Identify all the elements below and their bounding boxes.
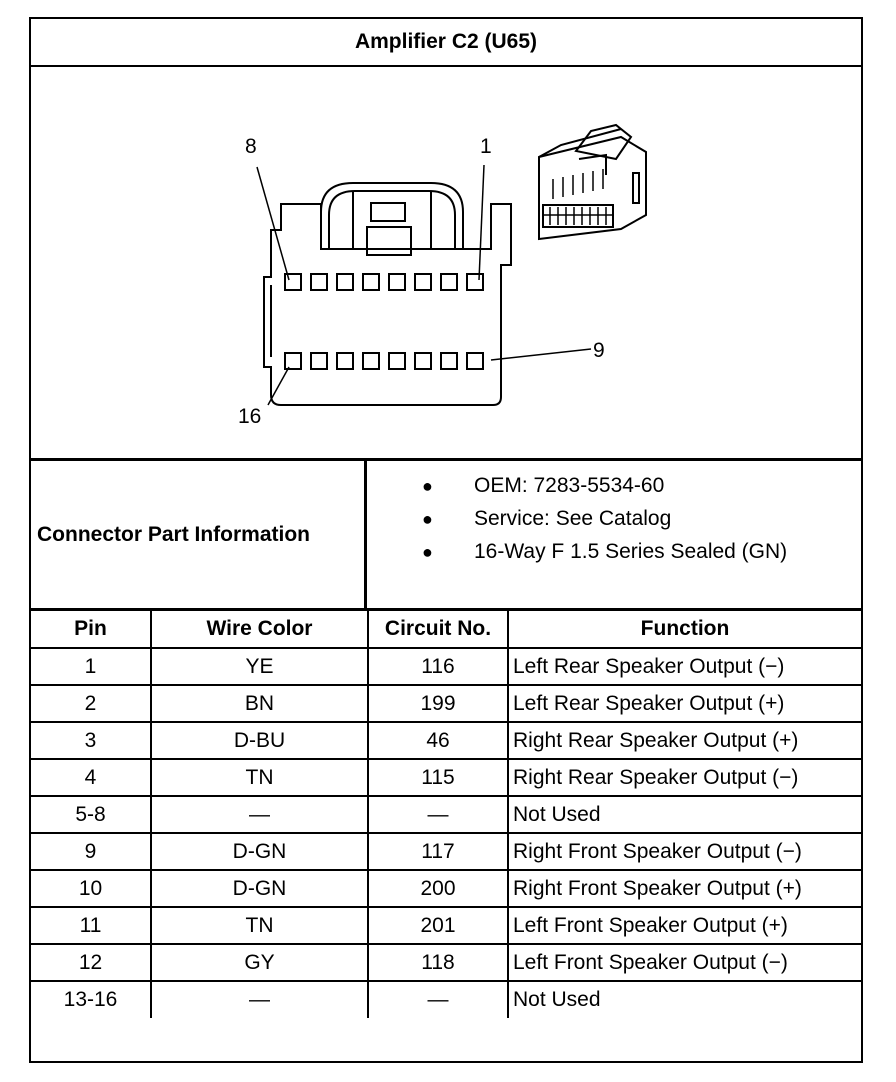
cell-wire-color: — [150, 795, 369, 834]
cell-pin: 3 [31, 721, 152, 760]
pin-label-16: 16 [238, 405, 261, 428]
cavity-pin-10 [440, 352, 458, 370]
cavity-pin-7 [310, 273, 328, 291]
sheet-title: Amplifier C2 (U65) [31, 19, 861, 67]
cell-function: Not Used [507, 980, 861, 1018]
table-row: 10 D-GN 200 Right Front Speaker Output (… [31, 869, 861, 908]
bullet-icon: ● [422, 476, 433, 496]
cavity-pin-1 [466, 273, 484, 291]
cell-wire-color: BN [150, 684, 369, 723]
cell-function: Not Used [507, 795, 861, 834]
cell-circuit: 118 [367, 943, 509, 982]
header-function: Function [507, 611, 861, 649]
info-item-service: ● Service: See Catalog [370, 502, 861, 536]
cavity-pin-9 [466, 352, 484, 370]
pinout-table: Pin Wire Color Circuit No. Function 1 YE… [31, 611, 861, 1018]
connector-isometric-icon [538, 123, 647, 241]
connector-part-info-label: Connector Part Information [31, 461, 367, 608]
cavity-pin-6 [336, 273, 354, 291]
cavity-pin-12 [388, 352, 406, 370]
cell-pin: 10 [31, 869, 152, 908]
info-item-description: ● 16-Way F 1.5 Series Sealed (GN) [370, 535, 861, 569]
bottom-cavity-row [284, 352, 484, 370]
cell-function: Right Rear Speaker Output (+) [507, 721, 861, 760]
cell-wire-color: D-GN [150, 869, 369, 908]
cell-circuit: 115 [367, 758, 509, 797]
cell-wire-color: GY [150, 943, 369, 982]
cell-function: Left Rear Speaker Output (−) [507, 647, 861, 686]
cell-pin: 9 [31, 832, 152, 871]
latch-housing [320, 182, 464, 249]
connector-part-info-list: ● OEM: 7283-5534-60 ● Service: See Catal… [370, 461, 861, 608]
cell-function: Left Front Speaker Output (+) [507, 906, 861, 945]
table-row: 4 TN 115 Right Rear Speaker Output (−) [31, 758, 861, 797]
cell-pin: 12 [31, 943, 152, 982]
header-circuit-no: Circuit No. [367, 611, 509, 649]
latch-tab [370, 202, 406, 222]
table-row: 13-16 — — Not Used [31, 980, 861, 1018]
cell-pin: 4 [31, 758, 152, 797]
cavity-pin-5 [362, 273, 380, 291]
table-row: 5-8 — — Not Used [31, 795, 861, 834]
cell-wire-color: TN [150, 906, 369, 945]
cell-pin: 1 [31, 647, 152, 686]
table-row: 12 GY 118 Left Front Speaker Output (−) [31, 943, 861, 982]
info-item-text: Service: See Catalog [474, 507, 672, 530]
cavity-pin-13 [362, 352, 380, 370]
cell-pin: 2 [31, 684, 152, 723]
cell-circuit: 201 [367, 906, 509, 945]
cell-circuit: — [367, 795, 509, 834]
info-item-oem: ● OEM: 7283-5534-60 [370, 469, 861, 503]
table-row: 1 YE 116 Left Rear Speaker Output (−) [31, 647, 861, 686]
connector-part-info: Connector Part Information ● OEM: 7283-5… [31, 461, 861, 611]
cell-wire-color: — [150, 980, 369, 1018]
cell-wire-color: D-GN [150, 832, 369, 871]
cavity-pin-3 [414, 273, 432, 291]
cell-function: Left Rear Speaker Output (+) [507, 684, 861, 723]
cavity-pin-11 [414, 352, 432, 370]
connector-diagram: 8 1 9 16 [31, 67, 861, 461]
cell-circuit: 116 [367, 647, 509, 686]
table-row: 9 D-GN 117 Right Front Speaker Output (−… [31, 832, 861, 871]
cell-circuit: 46 [367, 721, 509, 760]
cell-function: Right Front Speaker Output (+) [507, 869, 861, 908]
cavity-pin-2 [440, 273, 458, 291]
header-wire-color: Wire Color [150, 611, 369, 649]
cell-pin: 11 [31, 906, 152, 945]
connector-body-outline [263, 203, 512, 406]
cavity-pin-15 [310, 352, 328, 370]
cell-pin: 5-8 [31, 795, 152, 834]
header-pin: Pin [31, 611, 152, 649]
cell-circuit: 200 [367, 869, 509, 908]
bullet-icon: ● [422, 542, 433, 562]
info-item-text: OEM: 7283-5534-60 [474, 474, 665, 497]
cell-circuit: 117 [367, 832, 509, 871]
cell-circuit: — [367, 980, 509, 1018]
table-row: 2 BN 199 Left Rear Speaker Output (+) [31, 684, 861, 723]
table-row: 3 D-BU 46 Right Rear Speaker Output (+) [31, 721, 861, 760]
cavity-pin-16 [284, 352, 302, 370]
cell-wire-color: D-BU [150, 721, 369, 760]
table-row: 11 TN 201 Left Front Speaker Output (+) [31, 906, 861, 945]
bullet-icon: ● [422, 509, 433, 529]
cavity-pin-14 [336, 352, 354, 370]
pin-label-8: 8 [245, 135, 257, 158]
cell-wire-color: TN [150, 758, 369, 797]
cell-function: Left Front Speaker Output (−) [507, 943, 861, 982]
cell-function: Right Front Speaker Output (−) [507, 832, 861, 871]
top-cavity-row [284, 273, 484, 291]
cell-function: Right Rear Speaker Output (−) [507, 758, 861, 797]
pin-label-9: 9 [593, 339, 605, 362]
pinout-header-row: Pin Wire Color Circuit No. Function [31, 611, 861, 649]
connector-sheet: Amplifier C2 (U65) [29, 17, 863, 1063]
cell-wire-color: YE [150, 647, 369, 686]
cavity-pin-4 [388, 273, 406, 291]
cell-pin: 13-16 [31, 980, 152, 1018]
connector-face-drawing: 8 1 9 16 [238, 123, 647, 428]
pin-label-1: 1 [480, 135, 492, 158]
cell-circuit: 199 [367, 684, 509, 723]
info-item-text: 16-Way F 1.5 Series Sealed (GN) [474, 540, 788, 563]
